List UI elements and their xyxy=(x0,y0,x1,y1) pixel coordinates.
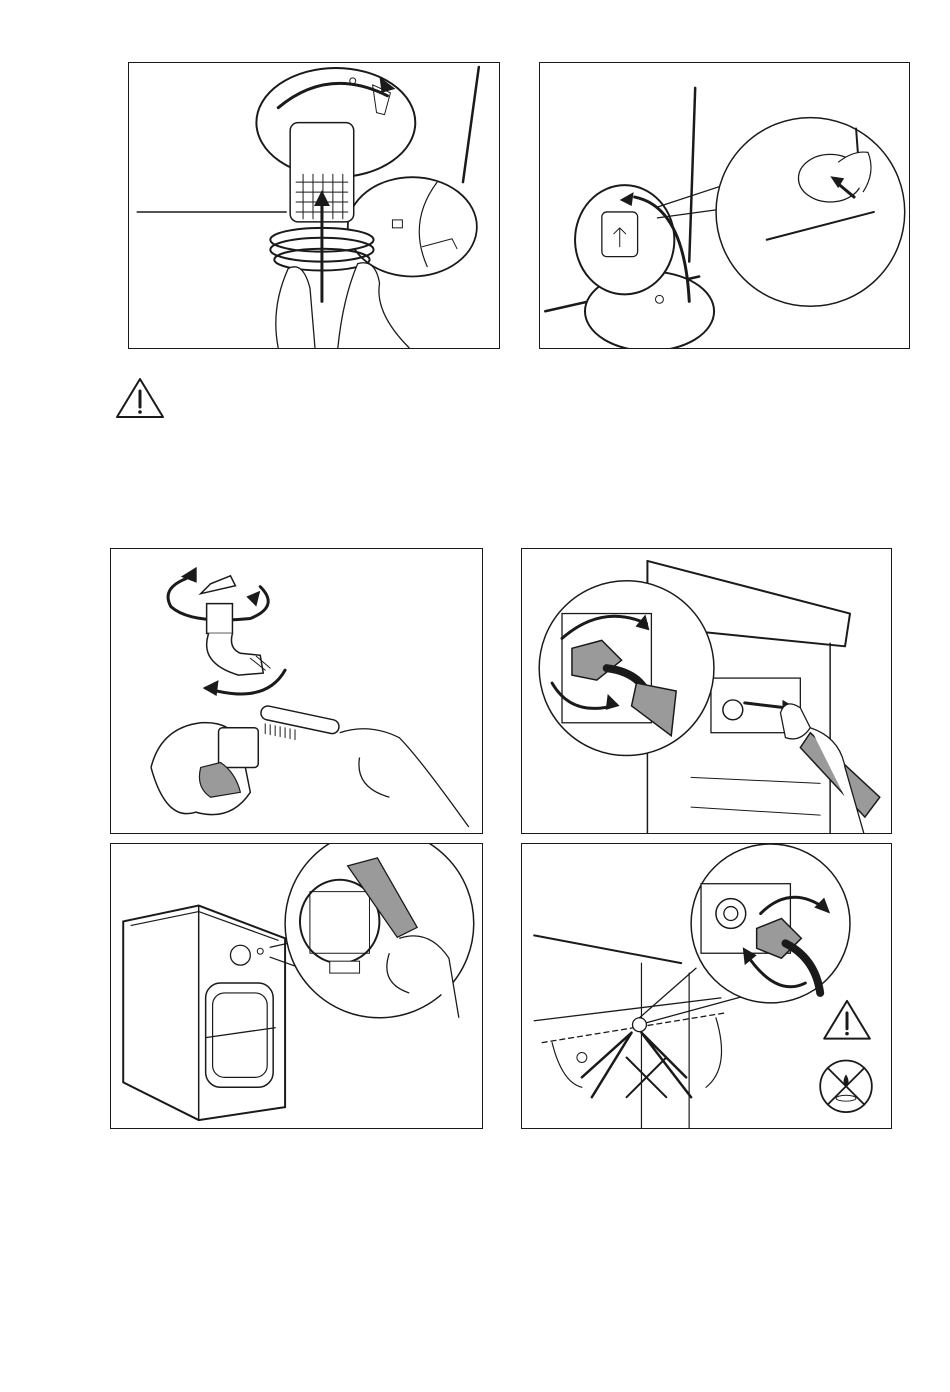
pump-filter-insert-icon xyxy=(129,63,499,348)
warning-triangle-icon xyxy=(824,1001,870,1039)
warning-triangle-icon xyxy=(115,377,165,419)
figure-inlet-hose-connect xyxy=(521,843,892,1129)
no-water-leak-icon xyxy=(820,1060,872,1112)
pump-flap-close-icon xyxy=(540,63,909,348)
tap-filter-clean-icon xyxy=(111,549,482,833)
machine-filter-brush-icon xyxy=(111,844,482,1128)
figure-pump-filter-insert xyxy=(128,62,500,349)
figure-tap-filter-clean xyxy=(110,548,483,834)
inlet-hose-connect-icon xyxy=(522,844,891,1128)
inlet-hose-unscrew-icon xyxy=(522,549,891,833)
figure-inlet-hose-unscrew xyxy=(521,548,892,834)
figure-machine-filter-brush xyxy=(110,843,483,1129)
figure-pump-flap-close xyxy=(539,62,910,349)
